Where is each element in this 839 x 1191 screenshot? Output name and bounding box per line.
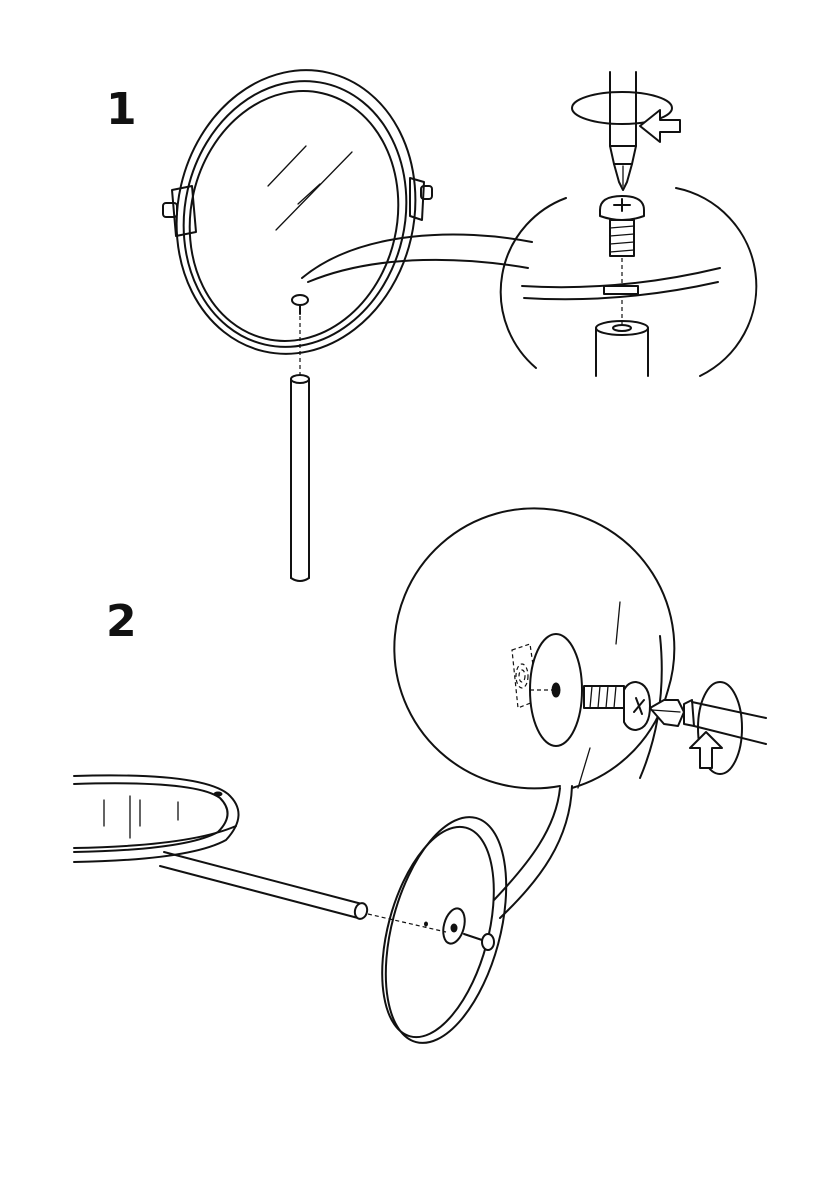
screw-small-icon (292, 295, 308, 314)
callout-pointer-step2-b (494, 788, 560, 900)
screwdriver-icon (610, 72, 636, 190)
base-disc-icon (362, 804, 528, 1056)
rotation-arrow-step2-icon (690, 682, 742, 774)
screw-horizontal-icon (584, 682, 650, 730)
mirror-side-view-icon (74, 775, 239, 862)
step-1-illustration (149, 46, 756, 581)
step-2-illustration (74, 508, 766, 1056)
callout-pointer-lower (308, 260, 528, 282)
stand-pole-horizontal-icon (160, 852, 369, 920)
screw-small-step2-icon (464, 934, 494, 950)
stand-pole-icon (291, 375, 309, 581)
callout-pointer-step2-a (500, 786, 572, 918)
magnifier-callout-step2-icon (394, 508, 674, 788)
rotation-arrow-clockwise-icon (572, 92, 680, 142)
alignment-line-step2 (368, 914, 446, 932)
mirror-icon (149, 46, 443, 378)
pivot-knob-right-icon (410, 178, 432, 220)
screw-icon (600, 196, 644, 284)
